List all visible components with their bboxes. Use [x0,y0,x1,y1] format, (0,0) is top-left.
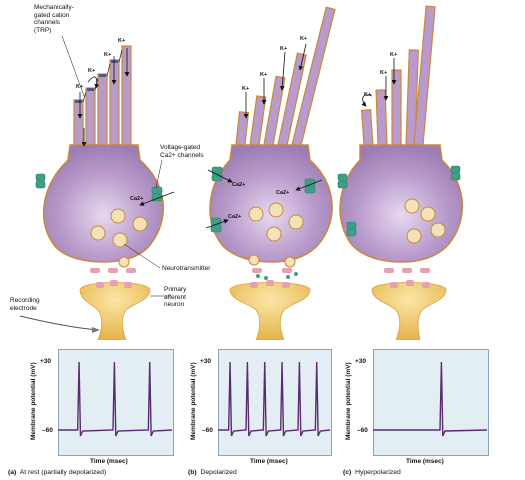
graph-b-plot-area [218,349,332,456]
afferent-neuron-a [79,282,151,340]
ion-channel-icon [346,221,357,237]
ytick-bottom: –60 [202,427,213,434]
voltage-gated-channel-icon [211,166,223,182]
k-ion-label: K+ [280,46,288,52]
k-ion-label: K+ [364,92,372,98]
voltage-gated-channel-icon [151,186,163,202]
ytick-top: +30 [40,358,52,365]
k-ion-arrows [243,43,307,119]
afferent-neuron-c [371,282,447,340]
stereocilia-bundle-b [235,6,336,147]
synaptic-vesicles-c [404,198,446,244]
k-ion-arrows [77,48,130,147]
y-axis-label: Membrane potential (mV) [30,362,37,440]
ytick-top: +30 [355,358,367,365]
ca-ion-label: Ca2+ [276,190,290,196]
cell-body-b [209,144,333,263]
synaptic-vesicles-b [248,202,304,268]
hair-cell-hyperpolarized [337,5,464,340]
stereocilia-bundle-a [73,45,132,146]
voltage-gated-channel-icon [210,217,222,233]
ytick-bottom: –60 [357,427,368,434]
cell-body-a [42,144,165,263]
graph-a-plot-area [58,349,174,456]
k-ion-label: K+ [76,84,84,90]
hair-cell-depolarized [205,6,336,340]
afferent-neuron-b [229,282,311,340]
caption-a: (a) At rest (partially depolarized) [8,469,107,476]
ytick-top: +30 [200,358,212,365]
k-ion-label: K+ [242,86,250,92]
ion-channel-icon [35,173,46,189]
neurotransmitter-label: Neurotransmitter [162,265,211,272]
hair-cell-at-rest [19,35,175,340]
ca-ion-label: Ca2+ [130,196,144,202]
k-ion-label: K+ [118,38,126,44]
graph-c-plot-area [373,349,489,456]
primary-afferent-label: Primary afferent neuron [164,286,187,308]
x-axis-label: Time (msec) [406,458,444,465]
x-axis-label: Time (msec) [90,458,128,465]
cell-body-c [339,144,464,263]
voltage-gated-channel-icon [304,178,316,194]
trp-channel-label: Mechanically- gated cation channels (TRP… [34,4,74,34]
caption-c: (c) Hyperpolarized [343,469,401,476]
k-ion-label: K+ [260,72,268,78]
released-neurotransmitter [256,272,298,280]
k-ion-label: K+ [380,70,388,76]
recording-electrode-label: Recording electrode [10,297,40,312]
ca-ion-label: Ca2+ [232,182,246,188]
y-axis-label: Membrane potential (mV) [345,362,352,440]
k-ion-label: K+ [390,52,398,58]
k-ion-label: K+ [104,52,112,58]
ion-channel-icon [337,173,348,189]
caption-b: (b) Depolarized [188,469,237,476]
x-axis-label: Time (msec) [250,458,288,465]
y-axis-label: Membrane potential (mV) [190,362,197,440]
synaptic-vesicles-a [90,208,148,268]
ca-ion-label: Ca2+ [228,214,242,220]
stereocilia-bundle-c [360,5,436,147]
ion-channel-icon [450,165,461,181]
recording-electrode [19,315,99,331]
voltage-gated-label: Voltage-gated Ca2+ channels [160,144,204,159]
k-ion-label: K+ [88,68,96,74]
k-ion-label: K+ [300,36,308,42]
k-ion-arrows [361,58,397,107]
ytick-bottom: –60 [42,427,53,434]
hair-cell-diagram [19,5,464,340]
